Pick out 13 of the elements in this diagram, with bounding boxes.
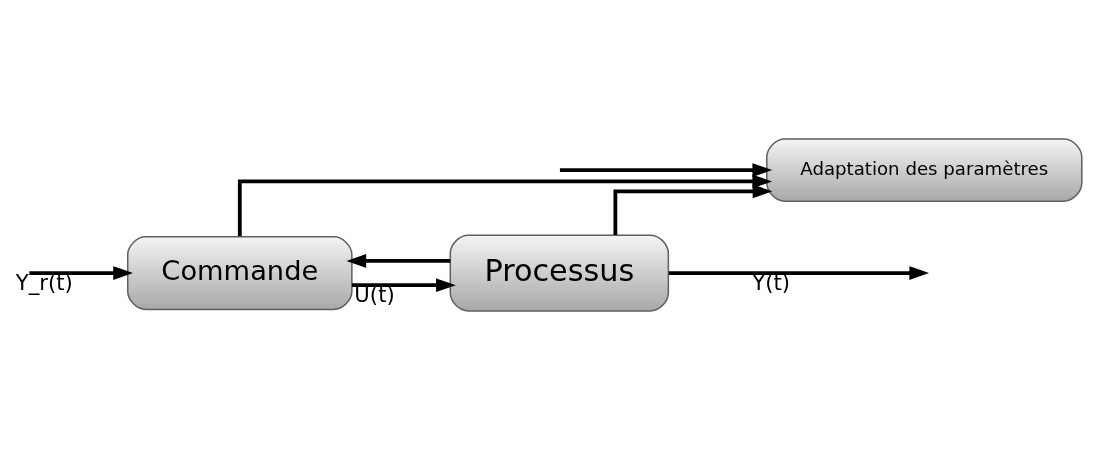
arrow <box>29 266 133 280</box>
edge-label: Y_r(t) <box>15 270 73 296</box>
node-box: Processus <box>449 234 670 312</box>
edge-label: U(t) <box>354 282 395 308</box>
arrow <box>237 174 773 237</box>
arrow <box>668 266 930 280</box>
arrow <box>352 278 456 293</box>
edge-label: Y(t) <box>752 270 790 296</box>
node-box: Commande <box>126 236 353 311</box>
arrow <box>613 184 773 236</box>
arrow <box>346 254 451 268</box>
arrow <box>559 163 773 177</box>
node-box: Adaptation des paramètres <box>766 138 1083 202</box>
